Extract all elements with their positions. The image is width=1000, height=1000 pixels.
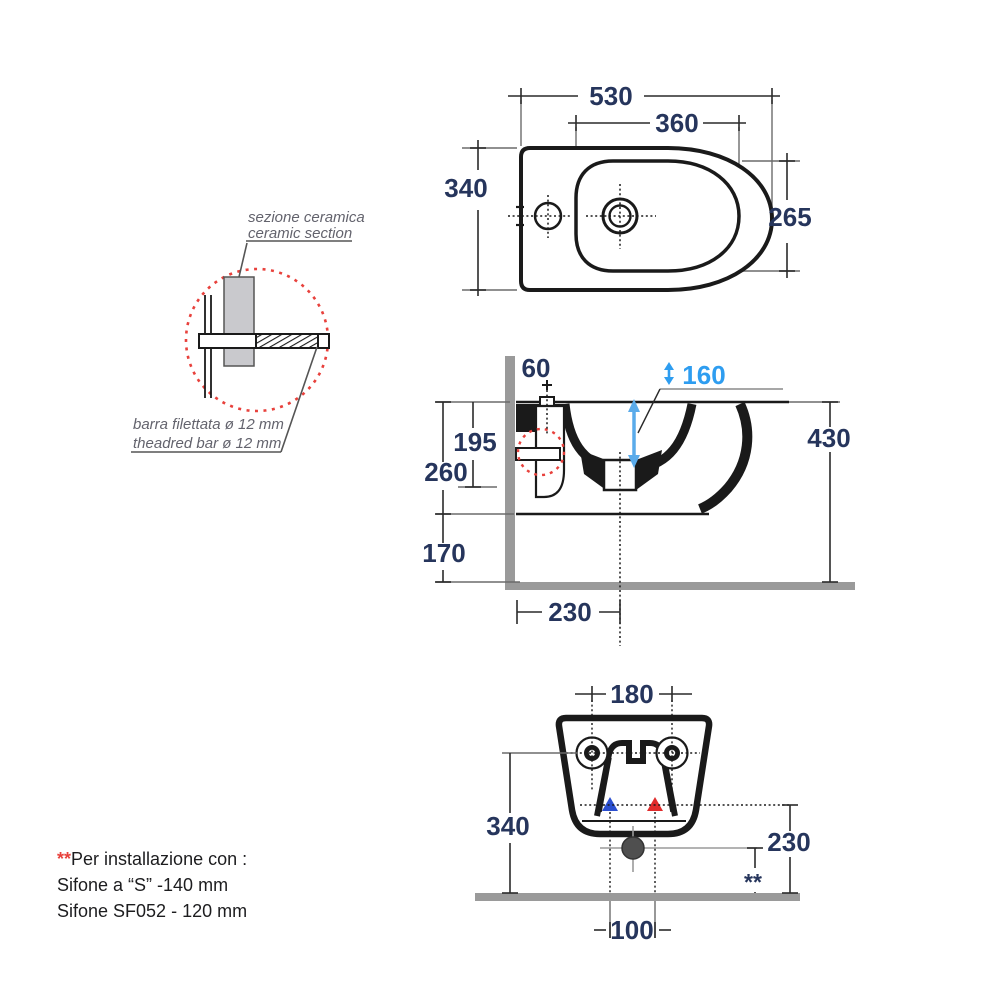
bar-label-en: theadred bar ø 12 mm: [133, 435, 281, 452]
installation-note: **Per installazione con : Sifone a “S” -…: [57, 846, 337, 924]
ceramic-label-it: sezione ceramica: [248, 209, 365, 226]
plan-edge-ticks: [516, 205, 524, 227]
top-view-dimension-lines: [470, 88, 795, 296]
drain-flank-right: [636, 450, 662, 490]
detail-callout: sezione ceramica ceramic section barra f…: [131, 209, 365, 453]
bidet-plan-outline: [519, 146, 775, 292]
threaded-bar: [255, 333, 319, 349]
cold-water-inlet: [602, 797, 618, 811]
front-arch-inner-lines: [600, 757, 672, 813]
section-back-wall: [697, 401, 753, 514]
note-line-2: Sifone a “S” -140 mm: [57, 875, 229, 895]
dim-underside-to-floor: 170: [422, 538, 465, 568]
siphon-marker: **: [744, 869, 762, 895]
dim-body-section-height: 260: [424, 457, 467, 487]
dim-fixing-centers: 180: [610, 679, 653, 709]
front-view: 180 340 230 ** 100: [475, 679, 811, 945]
detail-leader-lines: [131, 240, 352, 453]
jet-leader-line: [637, 388, 661, 434]
dim-bowl-depth: 265: [768, 202, 811, 232]
note-marker: **: [57, 849, 72, 869]
top-view: 530 360 340 265: [444, 81, 812, 296]
front-floor: [475, 893, 800, 901]
note-line-1: **Per installazione con :: [57, 846, 337, 872]
dim-overall-depth: 340: [444, 173, 487, 203]
jet-height-arrow: [628, 399, 640, 468]
front-center-lines: [566, 700, 790, 893]
note-intro: Per installazione con :: [71, 849, 248, 869]
dim-drain-from-wall: 230: [548, 597, 591, 627]
dim-jet-height: 160: [682, 360, 725, 390]
section-dimension-lines: [435, 401, 838, 624]
front-dimension-lines: [502, 686, 798, 938]
section-floor: [505, 582, 855, 590]
ceramic-slab-lower: [223, 347, 255, 367]
dim-fixing-from-wall: 60: [522, 353, 551, 383]
dim-overall-width: 530: [589, 81, 632, 111]
faucet-hole: [508, 195, 572, 238]
fixing-cross-marker: [542, 380, 552, 390]
fixing-bar-section: [515, 447, 561, 461]
section-view: 60 160 195 260 170 430 230: [422, 353, 855, 646]
dim-inlet-centers: 100: [610, 915, 653, 945]
hot-water-inlet: [647, 797, 663, 811]
red-detail-marker: [516, 427, 566, 477]
dim-bowl-to-back: 360: [655, 108, 698, 138]
double-arrow-icon: [664, 362, 674, 385]
dim-inlet-height: 230: [767, 827, 810, 857]
dim-rim-to-fixing-bar: 195: [453, 427, 496, 457]
drain-flank-left: [580, 450, 606, 490]
dim-rim-to-floor: 430: [807, 423, 850, 453]
plan-drain: [586, 184, 656, 249]
section-wall: [505, 356, 515, 590]
note-line-3: Sifone SF052 - 120 mm: [57, 901, 248, 921]
ceramic-label-en: ceramic section: [248, 225, 352, 242]
front-drain: [600, 826, 757, 872]
bidet-plan-bowl: [574, 159, 741, 273]
ceramic-slab-upper: [223, 276, 255, 335]
bar-label-it: barra filettata ø 12 mm: [133, 416, 284, 433]
dim-fixing-height: 340: [486, 811, 529, 841]
